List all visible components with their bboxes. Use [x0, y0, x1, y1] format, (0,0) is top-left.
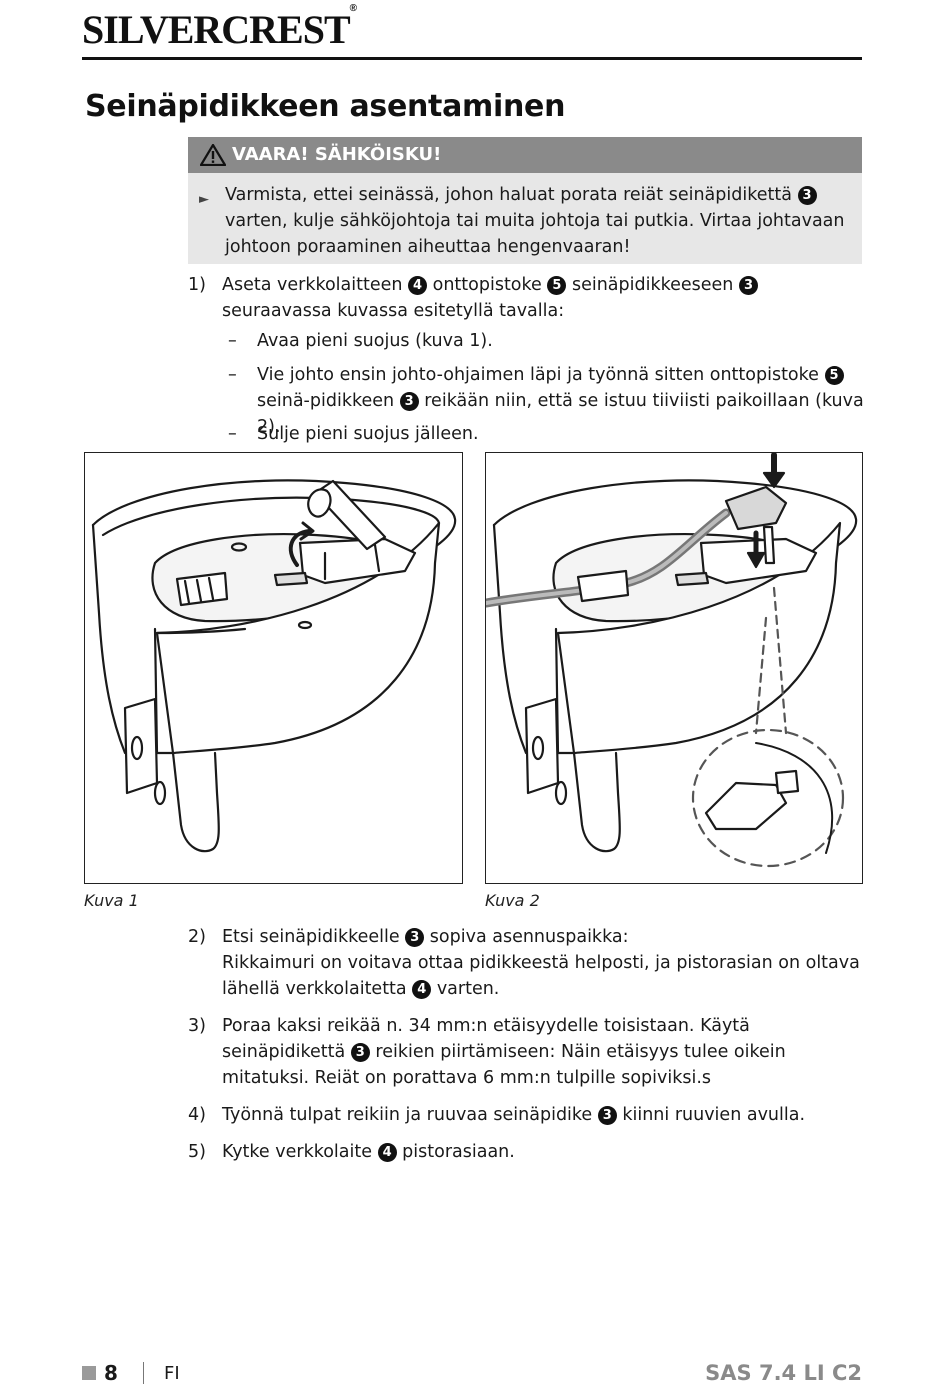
ref-badge: 5 — [547, 276, 567, 295]
step-text: seinäpidikkeeseen — [571, 275, 734, 295]
step-text: Etsi seinäpidikkeelle — [222, 927, 400, 947]
registered-mark: ® — [349, 2, 357, 14]
substep-2: – Vie johto ensin johto-ohjaimen läpi ja… — [228, 362, 868, 440]
step-text: kiinni ruuvien avulla. — [622, 1105, 806, 1125]
holder-illustration-cable-inserted — [481, 452, 858, 868]
ref-badge: 3 — [405, 928, 425, 947]
warning-heading-text: VAARA! SÄHKÖISKU! — [232, 144, 442, 165]
header-rule — [82, 57, 862, 60]
substep-3: – Sulje pieni suojus jälleen. — [228, 421, 868, 447]
warning-heading: VAARA! SÄHKÖISKU! — [188, 137, 862, 173]
substep-1: – Avaa pieni suojus (kuva 1). — [228, 328, 868, 354]
step-text: Kytke verkkolaite — [222, 1142, 373, 1162]
ref-badge: 3 — [399, 392, 419, 411]
figure-1 — [84, 452, 463, 884]
figure-2 — [481, 452, 863, 884]
ref-badge: 5 — [824, 366, 844, 385]
step-number: 2) — [188, 927, 206, 947]
step-text: Aseta verkkolaitteen — [222, 275, 403, 295]
figure-1-caption: Kuva 1 — [84, 891, 139, 910]
page-number: 8 — [104, 1361, 118, 1385]
step-2: 2) Etsi seinäpidikkeelle 3 sopiva asennu… — [188, 924, 868, 1002]
footer-marker — [82, 1366, 96, 1380]
footer-separator — [143, 1362, 144, 1384]
substep-text: Vie johto ensin johto-ohjaimen läpi ja t… — [257, 365, 819, 385]
step-3: 3) Poraa kaksi reikää n. 34 mm:n etäisyy… — [188, 1013, 868, 1091]
step-4: 4) Työnnä tulpat reikiin ja ruuvaa seinä… — [188, 1102, 868, 1128]
step-number: 5) — [188, 1142, 206, 1162]
brand-name: SILVERCREST — [82, 7, 351, 52]
warning-text: Varmista, ettei seinässä, johon haluat p… — [225, 185, 792, 205]
step-text: seuraavassa kuvassa esitetyllä tavalla: — [222, 301, 565, 321]
ref-badge: 3 — [738, 276, 758, 295]
warning-triangle-icon — [200, 144, 226, 166]
step-text: Työnnä tulpat reikiin ja ruuvaa seinäpid… — [222, 1105, 593, 1125]
step-text: Rikkaimuri on voitava ottaa pidikkeestä … — [222, 953, 860, 999]
step-text: pistorasiaan. — [402, 1142, 515, 1162]
ref-badge: 4 — [412, 980, 432, 999]
dash-bullet: – — [228, 365, 237, 385]
bullet-arrow-icon: ► — [199, 192, 209, 207]
ref-badge: 3 — [797, 186, 817, 205]
substep-text: Sulje pieni suojus jälleen. — [257, 424, 479, 444]
step-number: 3) — [188, 1016, 206, 1036]
dash-bullet: – — [228, 424, 237, 444]
dash-bullet: – — [228, 331, 237, 351]
step-text: Poraa kaksi reikää n. 34 mm:n etäisyydel… — [222, 1016, 750, 1062]
ref-badge: 4 — [377, 1143, 397, 1162]
ref-badge: 3 — [597, 1106, 617, 1125]
model-number: SAS 7.4 LI C2 — [705, 1361, 862, 1385]
step-text: varten. — [436, 979, 500, 999]
warning-body: ► Varmista, ettei seinässä, johon haluat… — [188, 173, 862, 264]
substep-text: seinä-pidikkeen — [257, 391, 395, 411]
substep-text: Avaa pieni suojus (kuva 1). — [257, 331, 493, 351]
holder-illustration-open-cover — [91, 479, 457, 853]
language-code: FI — [164, 1363, 180, 1384]
step-number: 1) — [188, 275, 206, 295]
brand-logo: SILVERCREST® — [82, 2, 357, 53]
ref-badge: 4 — [408, 276, 428, 295]
figure-2-caption: Kuva 2 — [485, 891, 540, 910]
step-5: 5) Kytke verkkolaite 4 pistorasiaan. — [188, 1139, 868, 1165]
substep-text: reikään niin, että se istuu tiiviisti pa… — [257, 391, 864, 437]
step-text: onttopistoke — [432, 275, 542, 295]
step-text: sopiva asennuspaikka: — [429, 927, 629, 947]
step-text: reikien piirtämiseen: Näin etäisyys tule… — [222, 1042, 786, 1088]
page-title: Seinäpidikkeen asentaminen — [85, 89, 566, 124]
step-1: 1) Aseta verkkolaitteen 4 onttopistoke 5… — [188, 272, 868, 324]
warning-text: varten, kulje sähköjohtoja tai muita joh… — [225, 211, 845, 257]
step-number: 4) — [188, 1105, 206, 1125]
ref-badge: 3 — [350, 1043, 370, 1062]
